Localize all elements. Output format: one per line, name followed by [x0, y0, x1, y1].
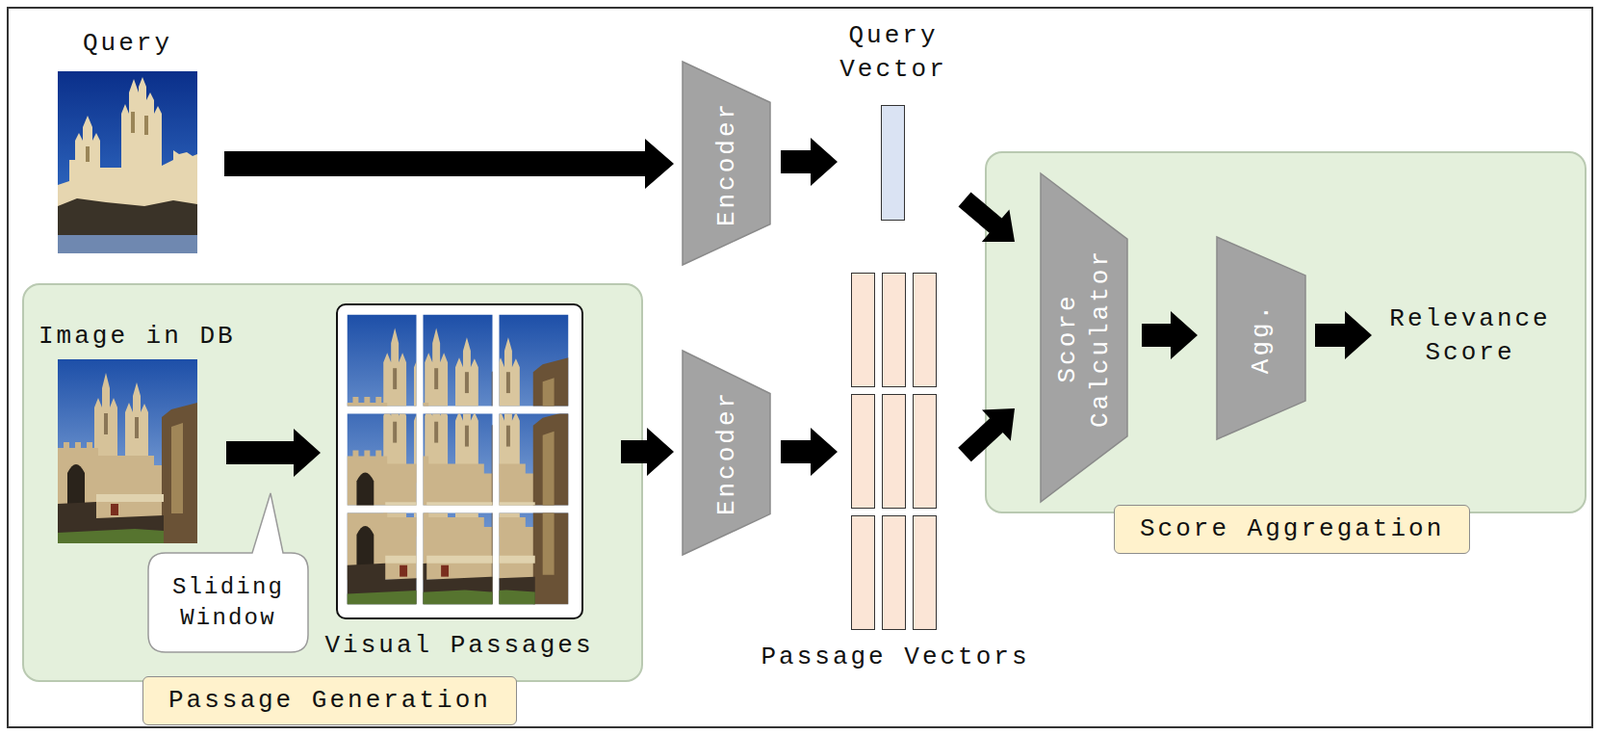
window — [130, 111, 135, 133]
node-label: Visual Passages — [319, 628, 599, 663]
query-photo — [57, 71, 198, 254]
block-label: Score Calculator — [1051, 241, 1117, 435]
node-label: Image in DB — [38, 319, 241, 354]
trapezoid-shape — [1216, 236, 1306, 439]
trapezoid-shape — [682, 350, 771, 555]
window — [144, 115, 149, 135]
node-label: Sliding Window — [148, 571, 309, 634]
vector-bar — [851, 393, 876, 509]
vector-grid — [851, 272, 937, 630]
ground — [57, 234, 198, 254]
vector-bar — [851, 272, 876, 388]
block-label: Encoder — [710, 72, 744, 256]
outer-border — [7, 7, 1593, 727]
shadow — [57, 198, 198, 237]
group-region: Score AggregationScore CalculatorAgg.Rel… — [984, 151, 1587, 514]
node-label: Relevance Score — [1378, 302, 1562, 370]
vector-bar — [912, 515, 937, 630]
node-label: Query Vector — [835, 19, 952, 87]
block-arrow — [780, 137, 838, 186]
vector-bar — [851, 515, 876, 630]
sky — [57, 71, 198, 254]
block-arrow — [780, 427, 838, 476]
passage-image — [430, 421, 569, 605]
node-label: Query — [38, 26, 217, 61]
bubble-shape — [148, 492, 309, 652]
vector-bar — [912, 272, 937, 388]
callout-bubble: Sliding Window — [148, 552, 309, 652]
bubble-outline — [148, 552, 309, 652]
trapezoid-block: Score Calculator — [1040, 173, 1128, 502]
group-label: Score Aggregation — [1113, 504, 1471, 554]
db-photo — [57, 359, 198, 543]
vector-bar — [881, 515, 906, 630]
node-label: Passage Vectors — [750, 640, 1040, 674]
vector-bar — [881, 393, 906, 509]
trapezoid-block: Encoder — [682, 61, 771, 265]
vector-bar — [912, 393, 937, 509]
trapezoid-block: Encoder — [682, 350, 771, 555]
vector-bar — [880, 104, 905, 221]
block-arrow — [224, 138, 674, 189]
group-label: Passage Generation — [142, 675, 517, 725]
block-label: Agg. — [1244, 280, 1278, 396]
window — [85, 146, 90, 162]
trapezoid-shape — [1040, 173, 1128, 502]
trapezoid-block: Agg. — [1216, 236, 1306, 439]
block-label: Encoder — [710, 361, 744, 544]
trapezoid-shape — [682, 61, 771, 265]
passage-crop — [430, 421, 569, 605]
vector-node: Query Vector — [835, 19, 952, 221]
vector-bar — [881, 272, 906, 388]
output-node: Relevance Score — [1378, 302, 1562, 374]
